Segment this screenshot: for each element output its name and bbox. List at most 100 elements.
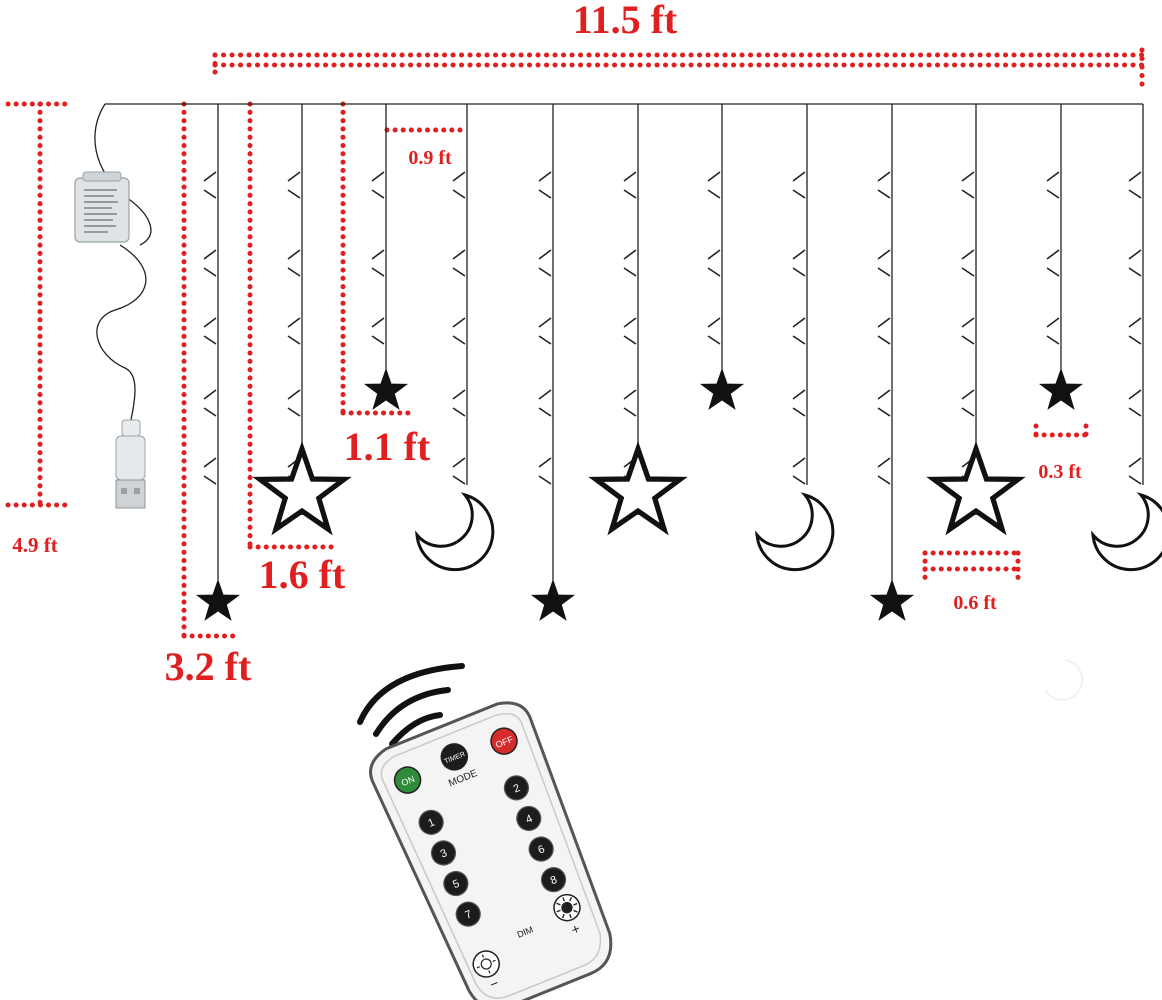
- led-bulb-icon: [371, 249, 385, 277]
- number-key-2[interactable]: 2: [501, 772, 532, 803]
- number-key-6[interactable]: 6: [526, 833, 557, 864]
- controller-cable: [94, 103, 152, 426]
- filled-star-icon: [699, 367, 745, 410]
- usb-plug-icon: [115, 419, 146, 509]
- number-key-label: 1: [426, 817, 436, 830]
- strand: [755, 104, 835, 572]
- led-bulb-icon: [452, 389, 466, 417]
- led-bulb-icon: [203, 317, 217, 345]
- outline-star-icon: [596, 449, 680, 529]
- led-bulb-icon: [203, 171, 217, 199]
- led-bulb-icon: [877, 171, 891, 199]
- led-bulb-icon: [792, 249, 806, 277]
- strand: [699, 104, 745, 410]
- outline-star-icon: [260, 449, 344, 529]
- strand: [415, 104, 495, 572]
- led-bulb-icon: [452, 171, 466, 199]
- number-key-label: 6: [536, 843, 546, 856]
- dim-minus-button[interactable]: [469, 947, 503, 981]
- led-bulb-icon: [877, 317, 891, 345]
- led-bulb-icon: [287, 249, 301, 277]
- strand: [1038, 104, 1084, 410]
- number-key-label: 5: [451, 878, 461, 891]
- led-bulb-icon: [707, 317, 721, 345]
- led-bulb-icon: [538, 457, 552, 485]
- number-key-1[interactable]: 1: [416, 807, 447, 838]
- led-bulb-icon: [877, 457, 891, 485]
- on-button[interactable]: ON: [391, 763, 425, 797]
- led-bulb-icon: [707, 249, 721, 277]
- number-key-label: 4: [524, 813, 534, 826]
- off-button[interactable]: OFF: [487, 724, 521, 758]
- filled-star-icon: [530, 578, 576, 621]
- led-bulb-icon: [792, 457, 806, 485]
- strand: [869, 104, 915, 621]
- led-bulb-icon: [452, 249, 466, 277]
- led-bulb-icon: [877, 249, 891, 277]
- led-bulb-icon: [538, 249, 552, 277]
- led-bulb-icon: [538, 317, 552, 345]
- led-bulb-icon: [961, 249, 975, 277]
- remote-body: [369, 701, 613, 1000]
- led-bulb-icon: [287, 389, 301, 417]
- large-star-size-label: 0.6 ft: [953, 592, 997, 614]
- outline-star-icon: [934, 449, 1018, 529]
- crescent-moon-icon: [1091, 492, 1162, 572]
- led-bulb-icon: [371, 171, 385, 199]
- crescent-moon-icon: [415, 492, 495, 572]
- led-bulb-icon: [1128, 317, 1142, 345]
- led-bulb-icon: [623, 317, 637, 345]
- number-key-label: 7: [464, 908, 474, 921]
- led-bulb-icon: [707, 171, 721, 199]
- led-bulb-icon: [792, 317, 806, 345]
- led-bulb-icon: [287, 317, 301, 345]
- strand: [934, 104, 1018, 529]
- number-key-label: 3: [439, 847, 449, 860]
- number-key-3[interactable]: 3: [428, 837, 459, 868]
- strand: [363, 104, 409, 410]
- led-bulb-icon: [371, 317, 385, 345]
- led-bulb-icon: [1128, 457, 1142, 485]
- led-bulb-icon: [203, 389, 217, 417]
- number-key-8[interactable]: 8: [538, 864, 569, 895]
- strand: [530, 104, 576, 621]
- strand: [596, 104, 680, 529]
- led-bulb-icon: [623, 389, 637, 417]
- led-bulb-icon: [203, 249, 217, 277]
- led-bulb-icon: [203, 457, 217, 485]
- led-bulb-icon: [961, 317, 975, 345]
- signal-waves-icon: [357, 663, 465, 747]
- led-bulb-icon: [1046, 171, 1060, 199]
- led-bulb-icon: [961, 171, 975, 199]
- led-bulb-icon: [792, 171, 806, 199]
- number-key-5[interactable]: 5: [440, 868, 471, 899]
- strand: [1091, 104, 1162, 572]
- measurement-labels: 11.5 ft 4.9 ft 3.2 ft 1.6 ft 1.1 ft 0.9 …: [12, 0, 1082, 689]
- number-key-label: 2: [512, 782, 522, 795]
- filled-star-icon: [195, 578, 241, 621]
- led-bulb-icon: [538, 389, 552, 417]
- led-bulb-icon: [877, 389, 891, 417]
- led-bulb-icon: [623, 249, 637, 277]
- led-bulb-icon: [1046, 317, 1060, 345]
- strand: [260, 104, 344, 529]
- number-key-7[interactable]: 7: [453, 898, 484, 929]
- led-bulb-icon: [1046, 249, 1060, 277]
- filled-star-icon: [363, 367, 409, 410]
- battery-box-icon: [74, 171, 130, 243]
- total-width-label: 11.5 ft: [573, 0, 678, 42]
- short-strand-label: 1.1 ft: [344, 424, 431, 469]
- number-key-4[interactable]: 4: [513, 803, 544, 834]
- strand-spacing-label: 0.9 ft: [408, 147, 452, 169]
- dim-plus-button[interactable]: [550, 891, 584, 925]
- crescent-moon-icon: [755, 492, 835, 572]
- timer-button[interactable]: TIMER: [437, 740, 471, 774]
- led-bulb-icon: [961, 389, 975, 417]
- total-height-label: 4.9 ft: [12, 533, 58, 557]
- strand: [195, 104, 241, 621]
- longest-strand-label: 3.2 ft: [165, 644, 252, 689]
- dimension-lines: [5, 47, 1145, 639]
- filled-star-icon: [869, 578, 915, 621]
